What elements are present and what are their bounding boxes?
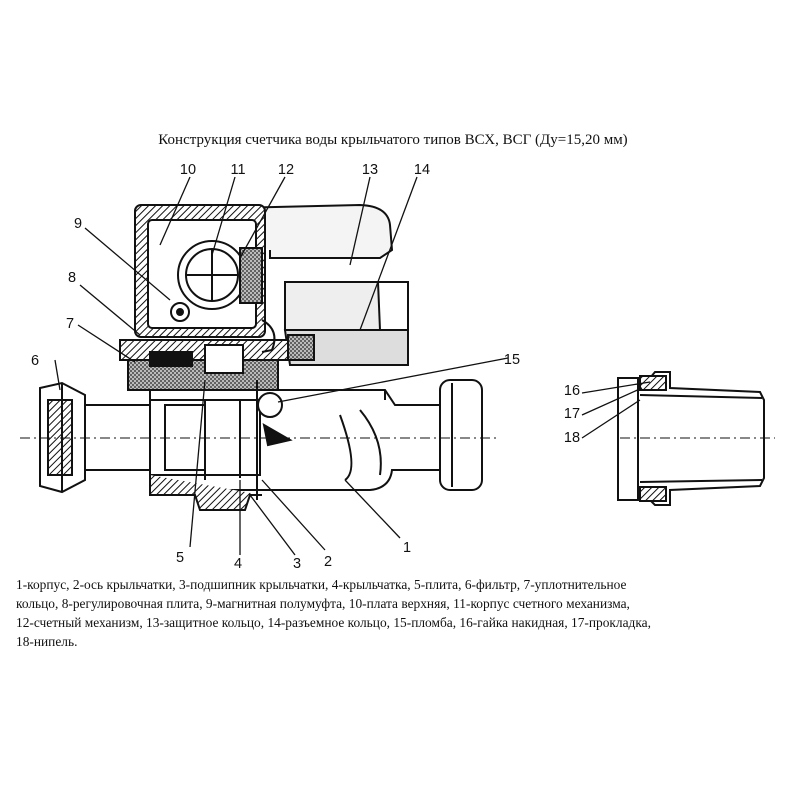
callout-14: 14 [414,162,430,178]
callout-8: 8 [68,270,76,286]
nipple-assembly [617,371,775,506]
callout-6: 6 [31,353,39,369]
callout-5: 5 [176,550,184,566]
union-nut-right [439,379,483,491]
callout-15: 15 [504,352,520,368]
legend-line-4: 18-нипель. [16,634,78,649]
callout-10: 10 [180,162,196,178]
callout-17: 17 [564,406,580,422]
callout-9: 9 [74,216,82,232]
callout-2: 2 [324,554,332,570]
callout-4: 4 [234,556,242,572]
legend-line-1: 1-корпус, 2-ось крыльчатки, 3-подшипник … [16,577,627,592]
callout-16: 16 [564,383,580,399]
callout-11: 11 [230,162,245,178]
leader-lines [54,176,651,556]
callout-13: 13 [362,162,378,178]
legend-line-3: 12-счетный механизм, 13-защитное кольцо,… [16,615,651,630]
legend-line-2: кольцо, 8-регулировочная плита, 9-магнит… [16,596,630,611]
parts-legend: 1-корпус, 2-ось крыльчатки, 3-подшипник … [16,575,776,651]
callout-7: 7 [66,316,74,332]
diagram-title: Конструкция счетчика воды крыльчатого ти… [158,132,628,148]
callout-1: 1 [403,540,411,556]
meter-body [119,203,409,391]
callout-18: 18 [564,430,580,446]
callout-12: 12 [278,162,294,178]
callout-3: 3 [293,556,301,572]
pipe-body [85,380,450,511]
callout-numbers: 1 2 3 4 5 6 7 8 9 10 11 12 13 14 15 16 1… [31,162,580,572]
